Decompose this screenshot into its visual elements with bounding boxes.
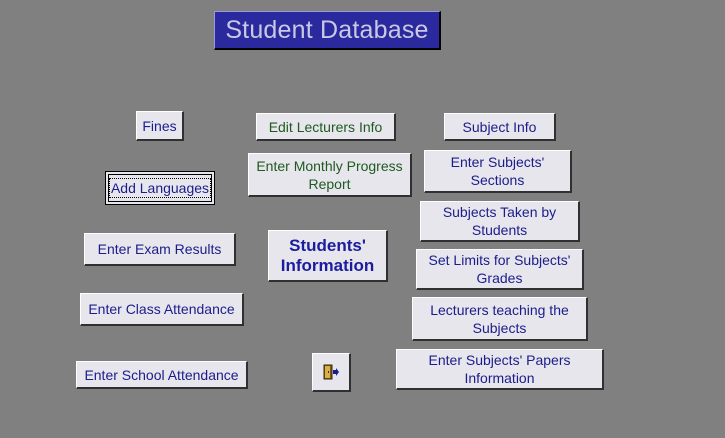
- add-languages-label: Add Languages: [108, 178, 212, 198]
- lecturers-teaching-subjects-button[interactable]: Lecturers teaching the Subjects: [412, 297, 588, 341]
- page-title-box: Student Database: [214, 11, 441, 50]
- exit-button[interactable]: [312, 353, 351, 392]
- page-title: Student Database: [225, 15, 429, 44]
- enter-monthly-progress-report-button[interactable]: Enter Monthly Progress Report: [248, 153, 412, 197]
- add-languages-button[interactable]: Add Languages: [105, 171, 215, 205]
- enter-subjects-sections-button[interactable]: Enter Subjects' Sections: [424, 150, 572, 193]
- enter-subjects-papers-information-button[interactable]: Enter Subjects' Papers Information: [396, 349, 604, 390]
- exit-door-icon: [322, 363, 340, 381]
- subjects-taken-by-students-button[interactable]: Subjects Taken by Students: [420, 201, 580, 242]
- enter-school-attendance-button[interactable]: Enter School Attendance: [76, 361, 248, 389]
- students-information-button[interactable]: Students' Information: [268, 230, 388, 282]
- subject-info-button[interactable]: Subject Info: [444, 113, 556, 141]
- set-limits-subjects-grades-button[interactable]: Set Limits for Subjects' Grades: [416, 249, 584, 290]
- fines-button[interactable]: Fines: [136, 111, 184, 141]
- enter-class-attendance-button[interactable]: Enter Class Attendance: [80, 293, 244, 326]
- edit-lecturers-info-button[interactable]: Edit Lecturers Info: [256, 113, 396, 141]
- enter-exam-results-button[interactable]: Enter Exam Results: [84, 233, 236, 266]
